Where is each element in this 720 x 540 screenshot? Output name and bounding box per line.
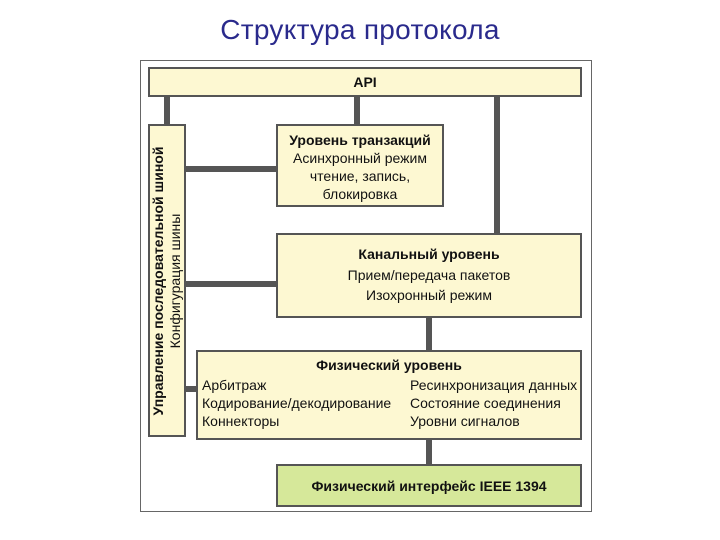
transaction-layer-line-3: блокировка	[322, 186, 398, 202]
connector-link-physical-layer	[426, 316, 432, 352]
link-layer-line-1: Прием/передача пакетов	[347, 267, 511, 283]
physical-item-arbitration: Арбитраж	[202, 377, 267, 393]
physical-item-resync: Ресинхронизация данных	[410, 377, 578, 393]
connector-physical-layer-interface	[426, 438, 432, 466]
link-layer-title: Канальный уровень	[358, 246, 500, 262]
connector-bus-link-layer	[184, 281, 277, 287]
bus-management-box: Управление последовательной шиной Конфиг…	[148, 124, 186, 437]
physical-item-signal-levels: Уровни сигналов	[410, 413, 520, 429]
api-box: API	[148, 67, 582, 97]
transaction-layer-title: Уровень транзакций	[289, 132, 431, 148]
physical-layer-box: Физический уровень Арбитраж Кодирование/…	[196, 350, 582, 440]
connector-api-bus-management	[164, 96, 170, 126]
connector-api-link-layer	[494, 96, 500, 234]
connector-bus-transaction-layer	[184, 166, 277, 172]
physical-item-connectors: Коннекторы	[202, 413, 280, 429]
physical-item-connection-state: Состояние соединения	[410, 395, 561, 411]
connector-api-transaction-layer	[354, 96, 360, 126]
transaction-layer-line-1: Асинхронный режим	[293, 150, 427, 166]
physical-layer-title: Физический уровень	[316, 357, 462, 373]
physical-interface-label: Физический интерфейс IEEE 1394	[311, 477, 547, 494]
transaction-layer-line-2: чтение, запись,	[309, 168, 411, 184]
slide-title: Структура протокола	[220, 14, 500, 45]
link-layer-box: Канальный уровень Прием/передача пакетов…	[276, 233, 582, 318]
bus-management-title: Управление последовательной шиной	[150, 146, 166, 415]
transaction-layer-box: Уровень транзакций Асинхронный режим чте…	[276, 124, 444, 207]
physical-interface-box: Физический интерфейс IEEE 1394	[276, 464, 582, 507]
bus-configuration-label: Конфигурация шины	[167, 213, 183, 348]
physical-item-coding: Кодирование/декодирование	[202, 395, 392, 411]
link-layer-line-2: Изохронный режим	[366, 287, 492, 303]
connector-bus-physical-layer	[184, 386, 198, 392]
api-label: API	[353, 74, 377, 90]
